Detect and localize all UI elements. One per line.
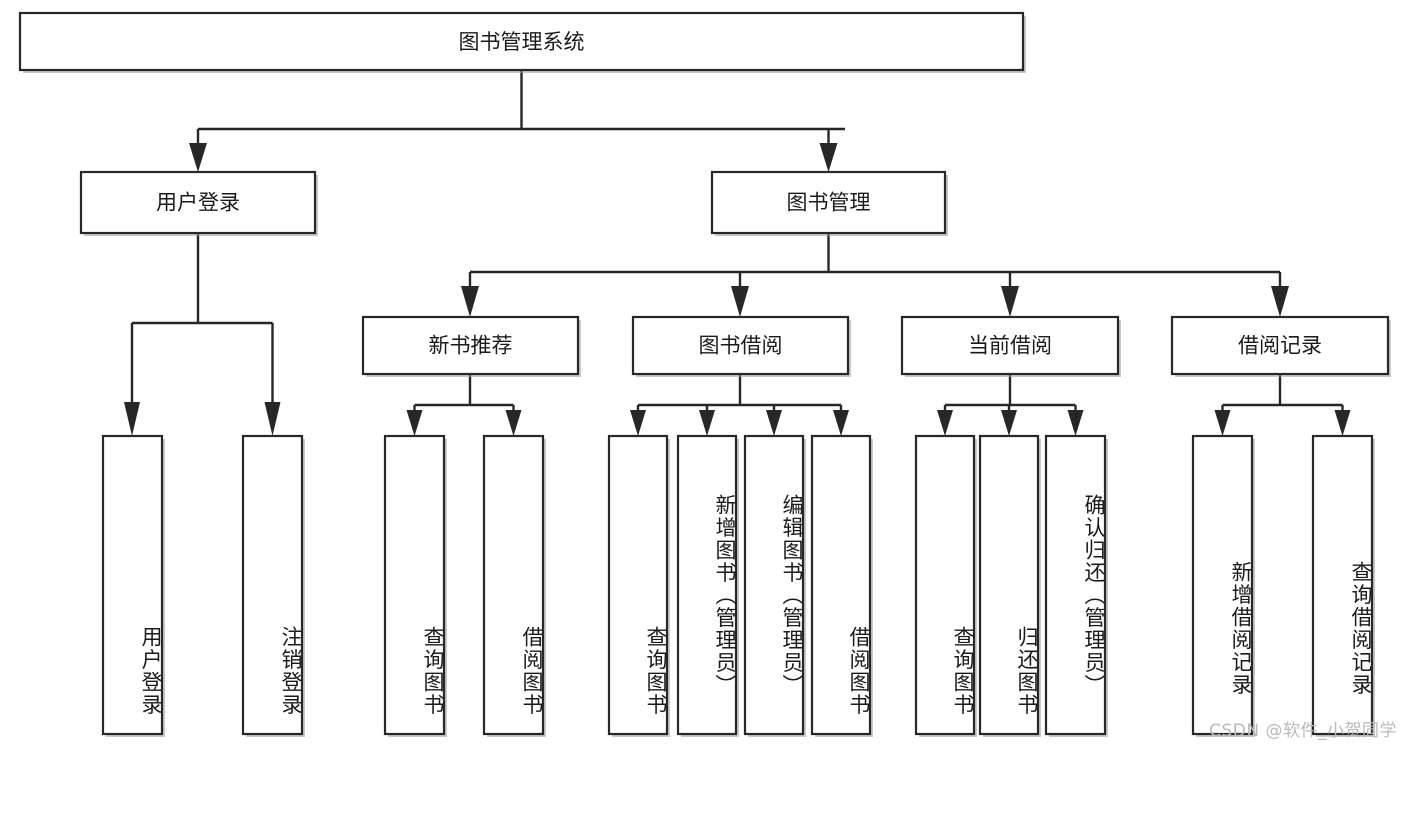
node-leaf-user-logout[interactable] bbox=[241, 434, 304, 736]
arrow-root-to-book-manage bbox=[819, 143, 838, 172]
node-borrow-records[interactable] bbox=[1170, 315, 1390, 376]
arrow-records-leaf-2 bbox=[1334, 410, 1351, 436]
arrow-book-manage-to-records bbox=[1271, 286, 1289, 317]
arrow-borrow-leaf-4 bbox=[833, 410, 849, 436]
arrow-current-leaf-2 bbox=[1001, 410, 1017, 436]
node-leaf-borrow-query[interactable] bbox=[607, 434, 669, 736]
node-leaf-newbook-borrow[interactable] bbox=[482, 434, 545, 736]
csdn-watermark: CSDN @软件_小贺同学 bbox=[1209, 721, 1397, 741]
node-leaf-borrow-do[interactable] bbox=[810, 434, 872, 736]
node-leaf-newbook-query[interactable] bbox=[383, 434, 446, 736]
arrow-borrow-leaf-3 bbox=[766, 410, 782, 436]
arrow-current-leaf-1 bbox=[937, 410, 953, 436]
arrow-root-to-user-login bbox=[189, 143, 207, 172]
node-user-login[interactable] bbox=[79, 170, 317, 235]
node-leaf-borrow-edit[interactable] bbox=[743, 434, 805, 736]
node-newbook-recommend[interactable] bbox=[361, 315, 580, 376]
node-book-borrow[interactable] bbox=[631, 315, 850, 376]
diagram-canvas: 图书管理系统 用户登录 图书管理 新书推荐 图书借阅 当前借阅 借阅记录 bbox=[18, 11, 1397, 741]
node-leaf-current-return[interactable] bbox=[978, 434, 1040, 736]
tree-diagram-svg: 图书管理系统 用户登录 图书管理 新书推荐 图书借阅 当前借阅 借阅记录 bbox=[18, 11, 1391, 737]
node-root-label: 图书管理系统 bbox=[459, 30, 585, 54]
node-leaf-borrow-add[interactable] bbox=[676, 434, 738, 736]
node-leaf-current-query[interactable] bbox=[914, 434, 976, 736]
node-leaf-record-query[interactable] bbox=[1311, 434, 1374, 736]
node-book-manage[interactable] bbox=[710, 170, 947, 235]
arrow-newbook-leaf-2 bbox=[505, 410, 522, 436]
edges-layer bbox=[124, 70, 1351, 436]
node-newbook-recommend-label: 新书推荐 bbox=[429, 334, 513, 358]
node-leaf-user-login[interactable] bbox=[101, 434, 164, 736]
node-leaf-current-confirm[interactable] bbox=[1044, 434, 1107, 736]
node-current-borrow-label: 当前借阅 bbox=[968, 334, 1052, 358]
arrow-current-leaf-3 bbox=[1067, 410, 1084, 436]
node-root[interactable] bbox=[18, 11, 1025, 72]
arrow-newbook-leaf-1 bbox=[406, 410, 423, 436]
arrow-borrow-leaf-1 bbox=[630, 410, 646, 436]
arrow-book-manage-to-current bbox=[1001, 286, 1019, 317]
nodes-layer: 图书管理系统 用户登录 图书管理 新书推荐 图书借阅 当前借阅 借阅记录 bbox=[18, 11, 1391, 737]
arrow-user-login-leaf-2 bbox=[264, 402, 281, 436]
arrow-book-manage-to-borrow bbox=[731, 286, 749, 317]
node-current-borrow[interactable] bbox=[900, 315, 1120, 376]
node-book-borrow-label: 图书借阅 bbox=[699, 334, 783, 358]
arrow-borrow-leaf-2 bbox=[699, 410, 715, 436]
node-leaf-record-add[interactable] bbox=[1191, 434, 1254, 736]
node-borrow-records-label: 借阅记录 bbox=[1238, 334, 1322, 358]
arrow-book-manage-to-newbook bbox=[461, 286, 479, 317]
node-user-login-label: 用户登录 bbox=[156, 191, 240, 215]
arrow-records-leaf-1 bbox=[1214, 410, 1231, 436]
arrow-user-login-leaf-1 bbox=[124, 402, 140, 436]
node-book-manage-label: 图书管理 bbox=[787, 191, 871, 215]
